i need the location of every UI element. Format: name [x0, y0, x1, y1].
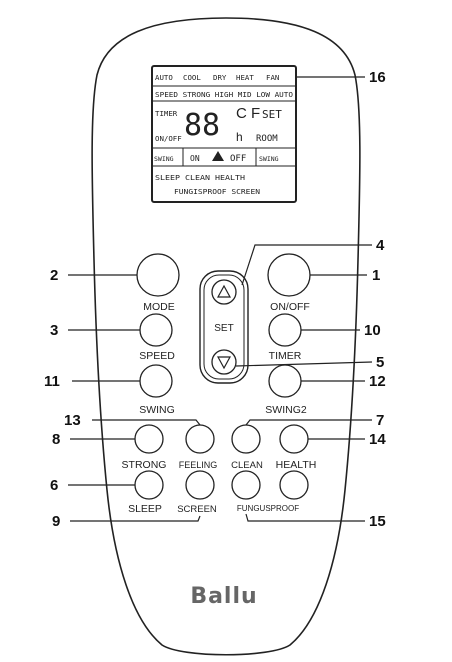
callout-line-15 [245, 513, 365, 522]
lcd-off: OFF [230, 154, 246, 164]
up-arrow-icon [216, 284, 232, 298]
lcd-unit: C F [236, 105, 260, 122]
timer-button[interactable] [268, 313, 302, 347]
health-button[interactable] [279, 424, 309, 454]
fungusproof-button-1[interactable] [231, 470, 261, 500]
clean-label: CLEAN [231, 460, 263, 471]
mode-button[interactable] [136, 253, 180, 297]
lcd-mode-fan: FAN [266, 73, 279, 82]
callout-line-9 [70, 515, 201, 522]
lcd-on: ON [190, 154, 200, 163]
lcd-room: ROOM [256, 134, 278, 144]
speed-button[interactable] [139, 313, 173, 347]
swing-label: SWING [139, 404, 175, 416]
fungusproof-label: FUNGUSPROOF [237, 504, 299, 513]
callout-1: 1 [372, 267, 380, 284]
mode-label: MODE [143, 301, 175, 313]
lcd-swing-left: SWING [154, 155, 174, 163]
callout-6: 6 [50, 477, 58, 494]
lcd-swing-right: SWING [259, 155, 279, 163]
swing2-label: SWING2 [265, 404, 307, 416]
callout-line-4 [241, 244, 372, 286]
health-label: HEALTH [276, 459, 317, 471]
set-rocker-inner [203, 274, 245, 380]
callout-14: 14 [369, 431, 386, 448]
sleep-button[interactable] [134, 470, 164, 500]
feeling-label: FEELING [179, 460, 218, 470]
swing-button[interactable] [139, 364, 173, 398]
lcd-mode-heat: HEAT [236, 73, 254, 82]
callout-3: 3 [50, 322, 58, 339]
fungusproof-button-2[interactable] [279, 470, 309, 500]
screen-button[interactable] [185, 470, 215, 500]
lcd-set: SET [262, 108, 282, 121]
lcd-mode-cool: COOL [183, 73, 201, 82]
down-arrow-icon [216, 356, 232, 370]
swing2-button[interactable] [268, 364, 302, 398]
lcd-sleep-row: SLEEP CLEAN HEALTH [155, 173, 245, 182]
callout-4: 4 [376, 237, 385, 254]
lcd-mode-dry: DRY [213, 73, 227, 82]
brand-logo: Ballu [190, 584, 257, 609]
callout-16: 16 [369, 69, 386, 86]
onoff-label: ON/OFF [270, 301, 310, 313]
lcd-triangle-icon [212, 151, 224, 161]
temp-up-button[interactable] [211, 279, 237, 305]
lcd-hour: h [236, 130, 243, 144]
lcd-timer: TIMER [155, 109, 178, 118]
set-label: SET [214, 323, 233, 334]
callout-2: 2 [50, 267, 58, 284]
callout-10: 10 [364, 322, 381, 339]
callout-line-13 [92, 419, 201, 426]
lcd-screen [151, 65, 297, 203]
speed-label: SPEED [139, 350, 175, 362]
clean-button[interactable] [231, 424, 261, 454]
callout-line-5 [235, 361, 373, 367]
callout-8: 8 [52, 431, 60, 448]
callout-15: 15 [369, 513, 386, 530]
strong-button[interactable] [134, 424, 164, 454]
strong-label: STRONG [122, 459, 167, 471]
temp-down-button[interactable] [211, 349, 237, 375]
screen-label: SCREEN [177, 504, 217, 515]
lcd-screen-row: FUNGISPROOF SCREEN [174, 187, 260, 196]
callout-7: 7 [376, 412, 384, 429]
callout-5: 5 [376, 354, 384, 371]
lcd-onoff: ON/OFF [155, 134, 182, 143]
callout-12: 12 [369, 373, 386, 390]
callout-9: 9 [52, 513, 60, 530]
callout-line-7 [245, 419, 372, 426]
sleep-label: SLEEP [128, 503, 162, 515]
callout-13: 13 [64, 412, 81, 429]
lcd-speed-row: SPEED STRONG HIGH MID LOW AUTO [155, 90, 294, 99]
onoff-button[interactable] [267, 253, 311, 297]
timer-label: TIMER [269, 350, 302, 362]
lcd-mode-auto: AUTO [155, 73, 173, 82]
lcd-digits: 88 [184, 108, 220, 143]
callout-11: 11 [44, 373, 60, 390]
feeling-button[interactable] [185, 424, 215, 454]
